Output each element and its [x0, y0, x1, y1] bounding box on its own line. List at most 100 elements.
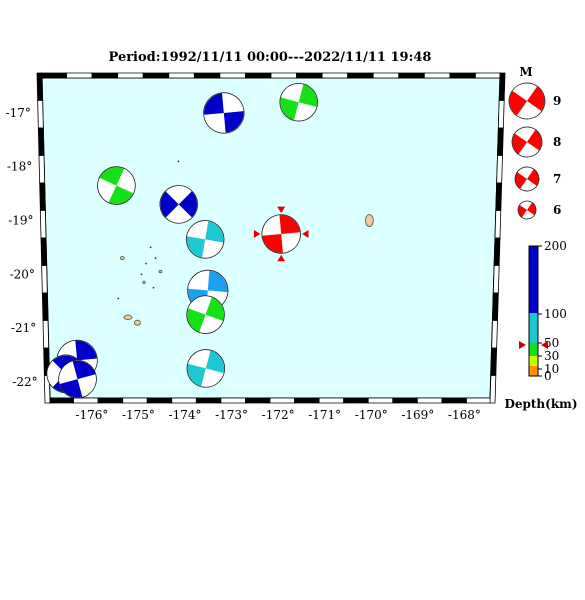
frame-segment [36, 72, 44, 101]
frame-segment [97, 397, 124, 404]
islet [154, 257, 157, 260]
frame-segment [318, 397, 345, 404]
frame-segment [489, 375, 497, 404]
frame-segment [492, 265, 500, 294]
magnitude-legend-label: 6 [553, 203, 561, 217]
depth-scale-band [529, 356, 538, 366]
epicenter-marker [277, 206, 286, 214]
frame-segment [495, 182, 503, 211]
frame-segment [40, 72, 67, 79]
island [123, 314, 133, 321]
frame-segment [73, 397, 99, 404]
frame-segment [146, 397, 173, 404]
beachball-4 [159, 185, 199, 224]
beachball-7 [186, 295, 225, 334]
magnitude-legend-ball [517, 200, 537, 220]
frame-segment [441, 397, 467, 404]
frame-segment [372, 72, 400, 79]
frame-segment [491, 320, 498, 349]
frame-segment [193, 72, 221, 79]
map-layer: -17°-18°-19°-20°-21°-22°-176°-175°-174°-… [6, 72, 506, 422]
epicenter-marker [302, 229, 309, 238]
frame-segment [347, 72, 374, 79]
depth-tick-label: 10 [544, 362, 559, 376]
frame-segment [270, 72, 297, 79]
frame-segment [220, 397, 246, 404]
magnitude-legend-label: 8 [553, 135, 561, 149]
frame-segment [466, 397, 492, 404]
depth-scale-band [529, 343, 538, 356]
magnitude-legend-ball [511, 126, 543, 158]
frame-segment [168, 72, 195, 79]
epicenter-marker [277, 254, 286, 262]
frame-segment [449, 72, 476, 79]
frame-segment [117, 72, 144, 79]
lon-label: -169° [401, 408, 434, 422]
lon-label: -174° [169, 408, 202, 422]
magnitude-legend-label: 7 [553, 172, 561, 186]
beachball-5 [185, 220, 225, 259]
frame-segment [492, 292, 499, 321]
beachball-3 [97, 166, 136, 205]
islet [152, 286, 155, 289]
lon-label: -168° [448, 408, 481, 422]
lat-label: -17° [6, 106, 31, 120]
island [119, 256, 125, 261]
frame-segment [41, 292, 49, 321]
frame-segment [38, 155, 46, 184]
lat-label: -21° [11, 321, 36, 335]
lon-label: -170° [355, 408, 388, 422]
islet [149, 246, 152, 249]
magnitude-legend-ball [508, 82, 546, 120]
depth-scale-band [529, 366, 538, 376]
frame-segment [398, 72, 425, 79]
islet [177, 160, 180, 163]
lat-label: -20° [10, 267, 35, 281]
depth-pointer-right [541, 341, 548, 349]
islet [140, 273, 143, 276]
frame-segment [41, 265, 48, 294]
depth-pointer-left [519, 341, 526, 349]
islet [117, 297, 120, 300]
depth-tick-label: 200 [544, 239, 567, 253]
depth-tick-label: 0 [544, 369, 552, 383]
magnitude-legend: M 9 8 7 6 [508, 65, 561, 220]
island [364, 214, 374, 227]
frame-segment [321, 72, 349, 79]
depth-scale-band [529, 313, 538, 343]
epicenter-marker [253, 229, 261, 238]
depth-tick-label: 100 [544, 307, 567, 321]
frame-segment [142, 72, 170, 79]
frame-segment [91, 72, 119, 79]
depth-scale-band [529, 246, 538, 313]
frame-segment [66, 72, 93, 79]
frame-segment [122, 397, 148, 404]
lon-label: -171° [308, 408, 341, 422]
frame-segment [497, 100, 505, 129]
islet [145, 262, 147, 265]
frame-segment [475, 72, 502, 79]
frame-segment [497, 127, 504, 156]
lon-label: -173° [215, 408, 248, 422]
beachball-11 [58, 359, 97, 399]
depth-scale-bar [528, 245, 539, 377]
map-title: Period:1992/11/11 00:00---2022/11/11 19:… [108, 50, 432, 65]
beachball-2 [279, 82, 318, 122]
depth-tick-label: 30 [544, 349, 559, 363]
island [158, 270, 163, 274]
frame-segment [269, 397, 295, 404]
frame-segment [498, 72, 506, 101]
frame-segment [40, 237, 48, 266]
beachball-main [261, 214, 301, 254]
magnitude-legend-title: M [519, 65, 532, 79]
frame-segment [245, 397, 271, 404]
frame-segment [494, 210, 502, 239]
lon-label: -175° [122, 408, 155, 422]
frame-segment [219, 72, 246, 79]
frame-segment [39, 210, 47, 239]
beachball-1 [203, 92, 245, 134]
lat-label: -19° [8, 214, 33, 228]
lon-label: -176° [75, 408, 108, 422]
magnitude-legend-label: 9 [553, 94, 561, 108]
